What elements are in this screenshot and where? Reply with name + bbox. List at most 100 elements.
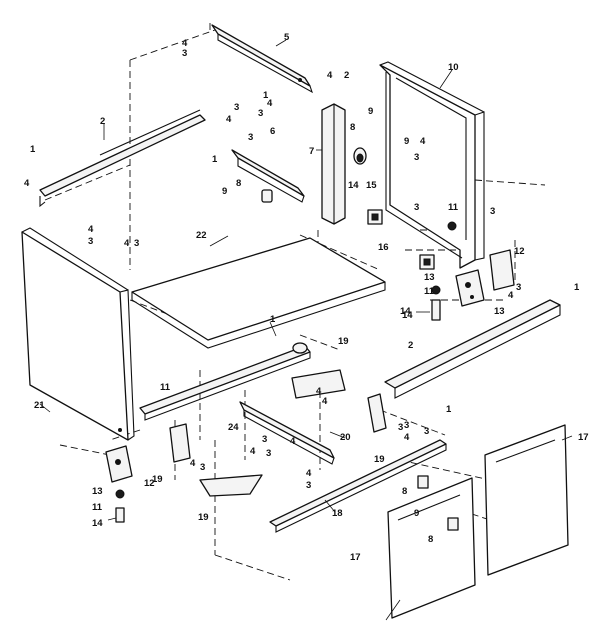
- callout-label: 1: [270, 314, 276, 325]
- callout-label: 3: [262, 434, 267, 445]
- callout-label: 4: [226, 114, 232, 125]
- latch-15-lower: [419, 254, 435, 270]
- callout-label: 1: [263, 90, 269, 101]
- callout-label: 11: [160, 382, 171, 393]
- post-7: [321, 103, 346, 225]
- knob-8-upper: [353, 147, 367, 165]
- rear-frame-10: [379, 61, 485, 269]
- callout-label: 11: [92, 502, 103, 513]
- callout-label: 9: [222, 186, 227, 197]
- callout-label: 12: [144, 478, 155, 489]
- left-rail-2: [39, 109, 206, 208]
- callout-label: 3: [490, 206, 495, 217]
- callout-label: 4: [404, 432, 410, 443]
- callout-label: 19: [374, 454, 385, 465]
- callout-label: 3: [306, 480, 311, 491]
- callout-label: 21: [34, 400, 45, 411]
- callout-label: 8: [236, 178, 241, 189]
- bolt-14-lower: [115, 507, 125, 523]
- callout-label: 3: [398, 422, 403, 433]
- latch-15-upper: [367, 209, 383, 225]
- callout-label: 3: [88, 236, 93, 247]
- callout-label: 8: [350, 122, 355, 133]
- callout-label: 4: [124, 238, 130, 249]
- bracket-19-left: [169, 423, 191, 463]
- callout-label: 3: [266, 448, 271, 459]
- bracket-19-right: [367, 393, 387, 433]
- callout-label: 4: [420, 136, 426, 147]
- callout-label: 18: [332, 508, 343, 519]
- callout-label: 14: [348, 180, 359, 191]
- callout-label: 8: [402, 486, 407, 497]
- callout-label: 3: [516, 282, 521, 293]
- callout-label: 17: [578, 432, 589, 443]
- callout-label: 3: [182, 48, 187, 59]
- screw-11-middle: [431, 285, 441, 295]
- callout-label: 4: [508, 290, 514, 301]
- callout-label: 4: [24, 178, 30, 189]
- callout-label: 1: [574, 282, 580, 293]
- bracket-19-top: [291, 369, 346, 399]
- callout-label: 5: [284, 32, 290, 43]
- callout-label: 9: [414, 508, 419, 519]
- bolt-14-middle: [431, 299, 441, 321]
- callout-label: 4: [182, 38, 188, 49]
- bracket-19-bottom: [199, 474, 263, 497]
- callout-label: 3: [424, 426, 429, 437]
- callout-label: 3: [404, 420, 409, 431]
- callout-label: 13: [494, 306, 505, 317]
- support-rail-20: [239, 401, 335, 465]
- callout-label: 4: [267, 98, 273, 109]
- callout-label: 3: [258, 108, 263, 119]
- callout-label: 3: [200, 462, 205, 473]
- callout-label: 14: [402, 310, 413, 321]
- knob-8-middle: [261, 189, 273, 203]
- callout-label: 13: [424, 272, 435, 283]
- callout-label: 11: [448, 202, 459, 213]
- callout-label: 1: [446, 404, 452, 415]
- rear-top-bar-3: [211, 24, 313, 94]
- callout-label: 9: [368, 106, 373, 117]
- callout-label: 4: [322, 396, 328, 407]
- callout-label: 3: [134, 238, 139, 249]
- callout-label: 4: [316, 386, 322, 397]
- callout-label: 4: [306, 468, 312, 479]
- callout-label: 1: [30, 144, 36, 155]
- callout-label: 3: [414, 202, 419, 213]
- slide-rail-1: [139, 342, 311, 421]
- callout-label: 19: [152, 474, 163, 485]
- plate-12-right: [489, 249, 515, 291]
- top-panel-22: [131, 237, 386, 349]
- callout-label: 15: [366, 180, 377, 191]
- callout-label: 13: [92, 486, 103, 497]
- callout-label: 4: [190, 458, 196, 469]
- hinge-13-right: [455, 269, 485, 307]
- callout-label: 8: [428, 534, 433, 545]
- callout-label: 22: [196, 230, 207, 241]
- callout-label: 20: [340, 432, 351, 443]
- callout-label: 4: [290, 436, 296, 447]
- callout-labels: 1 4 2 4 3 5 1 4 3 3 4 6 3 1 8 9 4 2 7 8 …: [24, 32, 589, 563]
- callout-label: 3: [414, 152, 419, 163]
- lower-rail-18: [269, 439, 447, 533]
- callout-label: 1: [212, 154, 218, 165]
- callout-label: 6: [270, 126, 275, 137]
- callout-label: 14: [400, 306, 411, 317]
- callout-label: 24: [228, 422, 239, 433]
- callout-label: 14: [92, 518, 103, 529]
- callout-label: 16: [378, 242, 389, 253]
- callout-label: 2: [344, 70, 349, 81]
- drawer-front-17-front: [387, 475, 476, 619]
- callout-label: 2: [100, 116, 105, 127]
- callout-label: 10: [448, 62, 459, 73]
- callout-label: 11: [424, 286, 435, 297]
- screw-11-upper: [447, 221, 457, 231]
- hinge-13-left: [105, 445, 133, 483]
- callout-label: 4: [88, 224, 94, 235]
- callout-label: 17: [350, 552, 361, 563]
- callout-label: 19: [198, 512, 209, 523]
- callout-label: 9: [404, 136, 409, 147]
- callout-label: 12: [514, 246, 525, 257]
- drawer-front-17-rear: [484, 424, 569, 576]
